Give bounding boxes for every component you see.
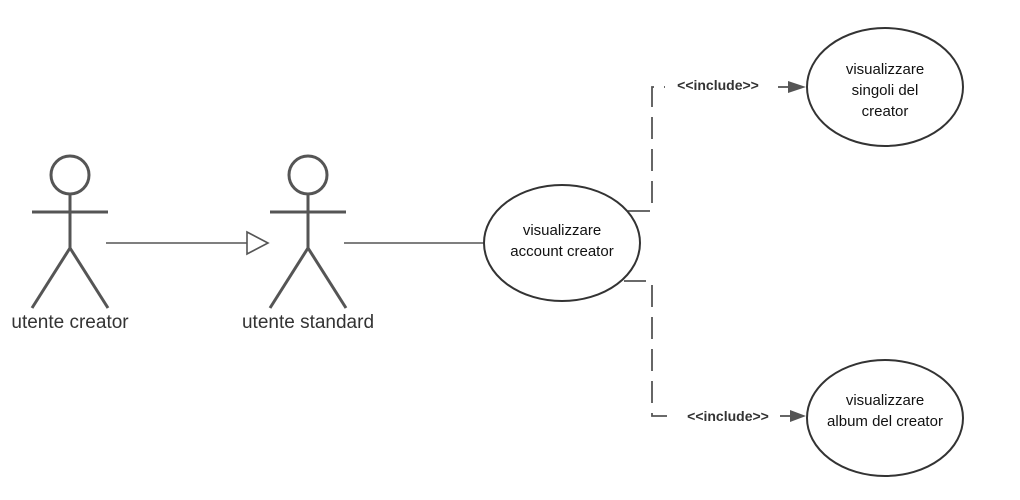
include-label: <<include>> [677, 77, 759, 93]
use-case-line-3: creator [862, 103, 909, 120]
use-case-visualizzare-album-del-creator[interactable]: visualizzare album del creator [806, 359, 964, 477]
use-case-ellipse [483, 184, 641, 302]
arrowhead [790, 410, 806, 422]
actor-utente-creator[interactable]: utente creator [11, 154, 129, 333]
actor-right-leg [306, 247, 348, 309]
use-case-visualizzare-singoli-del-creator[interactable]: visualizzare singoli del creator [806, 27, 964, 147]
actor-head [287, 154, 329, 196]
actor-left-leg [30, 247, 72, 309]
use-case-line-1: visualizzare [846, 392, 924, 409]
actor-label: utente creator [11, 312, 129, 333]
hollow-triangle-arrowhead [246, 230, 270, 256]
use-case-line-2: album del creator [827, 413, 943, 430]
use-case-line-1: visualizzare [846, 61, 924, 78]
include-relation-singoli: <<include>> [628, 77, 806, 212]
actor-head [49, 154, 91, 196]
use-case-line-2: singoli del [852, 82, 919, 99]
use-case-line-2: account creator [510, 243, 613, 260]
include-relation-album: <<include>> [624, 280, 806, 424]
include-dashed-line [628, 86, 665, 212]
generalization-arrow [106, 230, 270, 256]
arrowhead [788, 81, 806, 93]
include-dashed-line [624, 280, 667, 417]
actor-left-leg [268, 247, 310, 309]
actor-label: utente standard [242, 312, 374, 333]
use-case-line-1: visualizzare [523, 222, 601, 239]
use-case-ellipse [806, 359, 964, 477]
include-label: <<include>> [687, 408, 769, 424]
actor-utente-standard[interactable]: utente standard [242, 154, 374, 333]
use-case-ellipse [806, 27, 964, 147]
use-case-visualizzare-account-creator[interactable]: visualizzare account creator [483, 184, 641, 302]
actor-right-leg [68, 247, 110, 309]
